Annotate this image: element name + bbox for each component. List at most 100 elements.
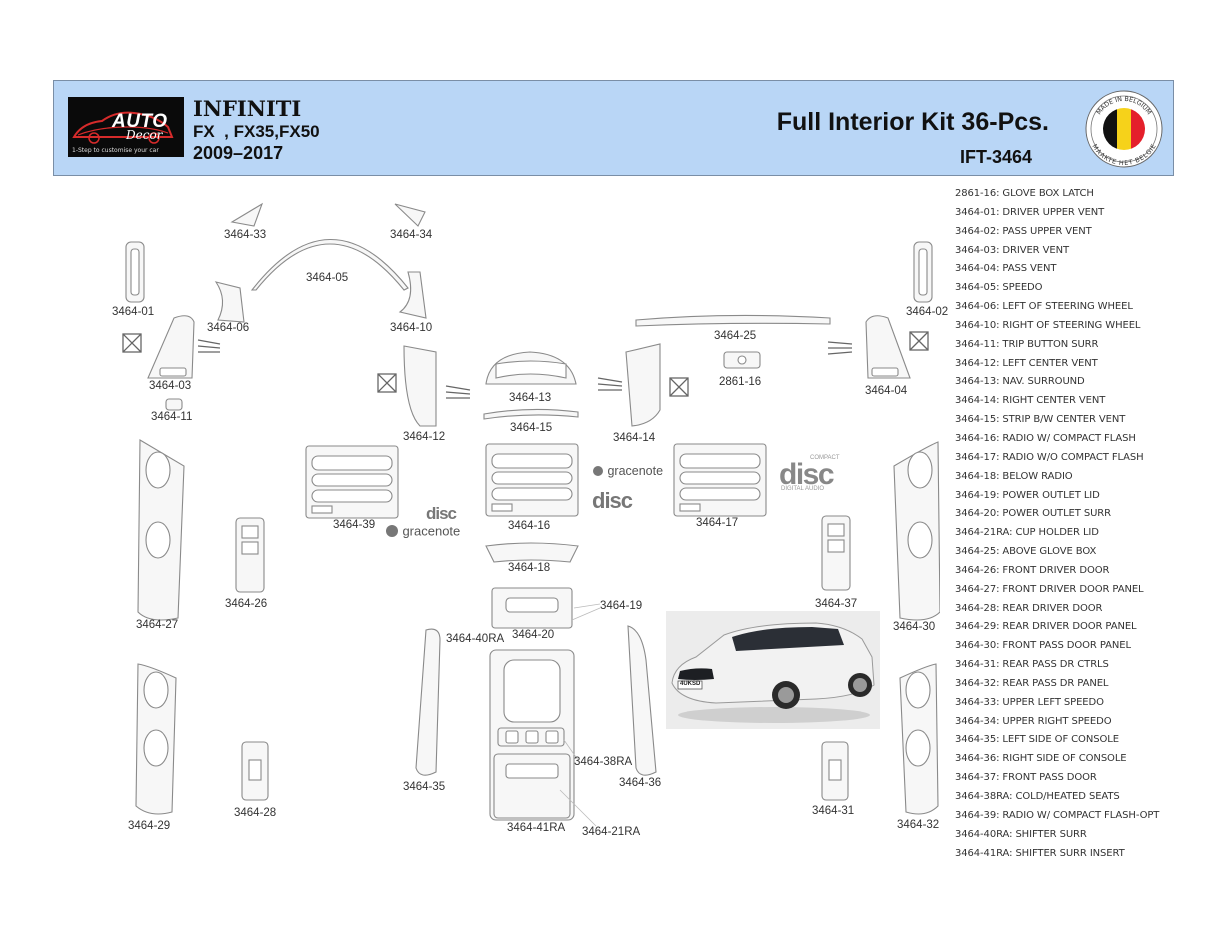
part-label: 3464-26 [225, 598, 268, 610]
part-3464-35-shape [415, 628, 441, 776]
part-label: 3464-21RA [582, 826, 641, 838]
gracenote-dot-icon [593, 465, 603, 476]
legend-item: 3464-14: RIGHT CENTER VENT [955, 395, 1106, 407]
header-banner: AUTO Decor 1-Step to customise your car … [53, 80, 1174, 176]
legend-item: 3464-37: FRONT PASS DOOR [955, 772, 1097, 784]
part-label: 3464-10 [390, 322, 433, 334]
compact-disc-digital-audio-text: DIGITAL AUDIO [781, 486, 825, 492]
part-label: 3464-37 [815, 598, 858, 610]
legend-item: 3464-06: LEFT OF STEERING WHEEL [955, 301, 1133, 313]
part-label: 3464-14 [613, 432, 656, 444]
part-label: 3464-15 [510, 422, 553, 434]
gracenote-logo: gracenote [593, 462, 663, 480]
part-label: 3464-16 [508, 520, 551, 532]
legend-item: 3464-31: REAR PASS DR CTRLS [955, 659, 1109, 671]
part-3464-18-shape [485, 542, 579, 563]
part-label: 3464-19 [600, 600, 643, 612]
legend-item: 3464-36: RIGHT SIDE OF CONSOLE [955, 753, 1127, 765]
legend-item: 3464-39: RADIO W/ COMPACT FLASH-OPT [955, 809, 1160, 821]
airflow-arrows-icon [827, 341, 853, 355]
part-3464-34-shape [394, 203, 426, 227]
legend-item: 3464-04: PASS VENT [955, 263, 1057, 275]
legend-item: 3464-30: FRONT PASS DOOR PANEL [955, 640, 1131, 652]
car-silhouette-icon [72, 111, 174, 144]
vent-crossbox-icon [669, 377, 689, 397]
airflow-arrows-icon [197, 339, 221, 353]
part-label: 3464-33 [224, 229, 267, 241]
logo-brand-line1: AUTO [112, 111, 168, 132]
vehicle-make: INFINITI [193, 96, 302, 121]
parts-diagram [122, 202, 940, 827]
legend-item: 3464-32: REAR PASS DR PANEL [955, 677, 1109, 689]
vehicle-models: FX , FX35,FX50 [193, 122, 320, 141]
legend-item: 2861-16: GLOVE BOX LATCH [955, 188, 1094, 199]
gracenote-text: gracenote [607, 463, 664, 478]
legend-item: 3464-27: FRONT DRIVER DOOR PANEL [955, 583, 1144, 595]
legend-item: 3464-19: POWER OUTLET LID [955, 489, 1100, 501]
made-in-belgium-badge: MADE IN BELGIUM MAAKTE HET BELGIE [1085, 90, 1163, 168]
vehicle-photo: 4UKSD [666, 611, 880, 729]
legend-item: 3464-34: UPPER RIGHT SPEEDO [955, 715, 1112, 727]
compact-disc-compact-text: COMPACT [810, 455, 840, 461]
part-label: 3464-27 [136, 619, 179, 631]
suv-illustration [671, 622, 875, 723]
legend-item: 3464-13: NAV. SURROUND [955, 376, 1085, 388]
legend-item: 3464-33: UPPER LEFT SPEEDO [955, 696, 1104, 708]
part-label: 3464-39 [333, 519, 376, 531]
legend-item: 3464-01: DRIVER UPPER VENT [955, 206, 1105, 218]
part-label: 3464-18 [508, 562, 551, 574]
part-label: 3464-12 [403, 431, 446, 443]
legend-item: 3464-17: RADIO W/O COMPACT FLASH [955, 451, 1144, 463]
part-label: 3464-25 [714, 330, 757, 342]
gracenote-text: gracenote [402, 523, 461, 539]
part-3464-36-shape [627, 625, 657, 776]
autodecor-logo: AUTO Decor 1-Step to customise your car [68, 97, 184, 157]
legend-item: 3464-11: TRIP BUTTON SURR [955, 338, 1099, 350]
legend-item: 3464-02: PASS UPPER VENT [955, 225, 1092, 237]
legend-item: 3464-25: ABOVE GLOVE BOX [955, 546, 1097, 558]
legend-item: 3464-16: RADIO W/ COMPACT FLASH [955, 432, 1136, 444]
part-3464-05-shape [250, 239, 409, 291]
legend-item: 3464-41RA: SHIFTER SURR INSERT [955, 847, 1125, 859]
part-3464-03-shape [147, 315, 195, 379]
legend-item: 3464-29: REAR DRIVER DOOR PANEL [955, 621, 1137, 633]
part-label: 3464-32 [897, 819, 940, 831]
compact-disc-logo: disc [426, 504, 457, 523]
part-label: 3464-34 [390, 229, 433, 241]
part-label: 3464-05 [306, 272, 349, 284]
legend-item: 3464-38RA: COLD/HEATED SEATS [955, 791, 1120, 802]
vent-crossbox-icon [377, 373, 397, 393]
airflow-arrows-icon [445, 385, 471, 399]
part-label: 2861-16 [719, 376, 762, 388]
legend-item: 3464-05: SPEEDO [955, 282, 1043, 294]
airflow-arrows-icon [597, 377, 623, 391]
part-3464-15-shape [483, 408, 579, 420]
part-label: 3464-03 [149, 380, 192, 392]
part-label: 3464-28 [234, 807, 277, 819]
legend-item: 3464-28: REAR DRIVER DOOR [955, 602, 1103, 614]
part-label: 3464-31 [812, 805, 855, 817]
part-label: 3464-04 [865, 385, 908, 397]
legend-item: 3464-40RA: SHIFTER SURR [955, 828, 1087, 840]
part-label: 3464-20 [512, 629, 555, 641]
part-label: 3464-29 [128, 820, 171, 832]
compact-disc-logo: disc [779, 458, 835, 491]
legend-item: 3464-21RA: CUP HOLDER LID [955, 527, 1099, 539]
logo-tagline: 1-Step to customise your car [72, 147, 159, 154]
logo-brand-line2: Decor [126, 128, 163, 142]
part-label: 3464-40RA [446, 633, 505, 645]
part-label: 3464-38RA [574, 756, 633, 768]
part-label: 3464-06 [207, 322, 250, 334]
legend-item: 3464-03: DRIVER VENT [955, 244, 1069, 256]
compact-disc-logo: disc [592, 488, 633, 513]
gracenote-logo: gracenote [386, 522, 460, 540]
part-label: 3464-36 [619, 777, 662, 789]
part-label: 3464-13 [509, 392, 552, 404]
part-3464-14-shape [625, 343, 661, 427]
license-plate: 4UKSD [680, 681, 701, 687]
part-label: 3464-17 [696, 517, 739, 529]
part-3464-06-shape [214, 281, 245, 323]
legend-item: 3464-20: POWER OUTLET SURR [955, 508, 1112, 520]
legend-item: 3464-35: LEFT SIDE OF CONSOLE [955, 734, 1119, 746]
legend-item: 3464-12: LEFT CENTER VENT [955, 357, 1098, 369]
